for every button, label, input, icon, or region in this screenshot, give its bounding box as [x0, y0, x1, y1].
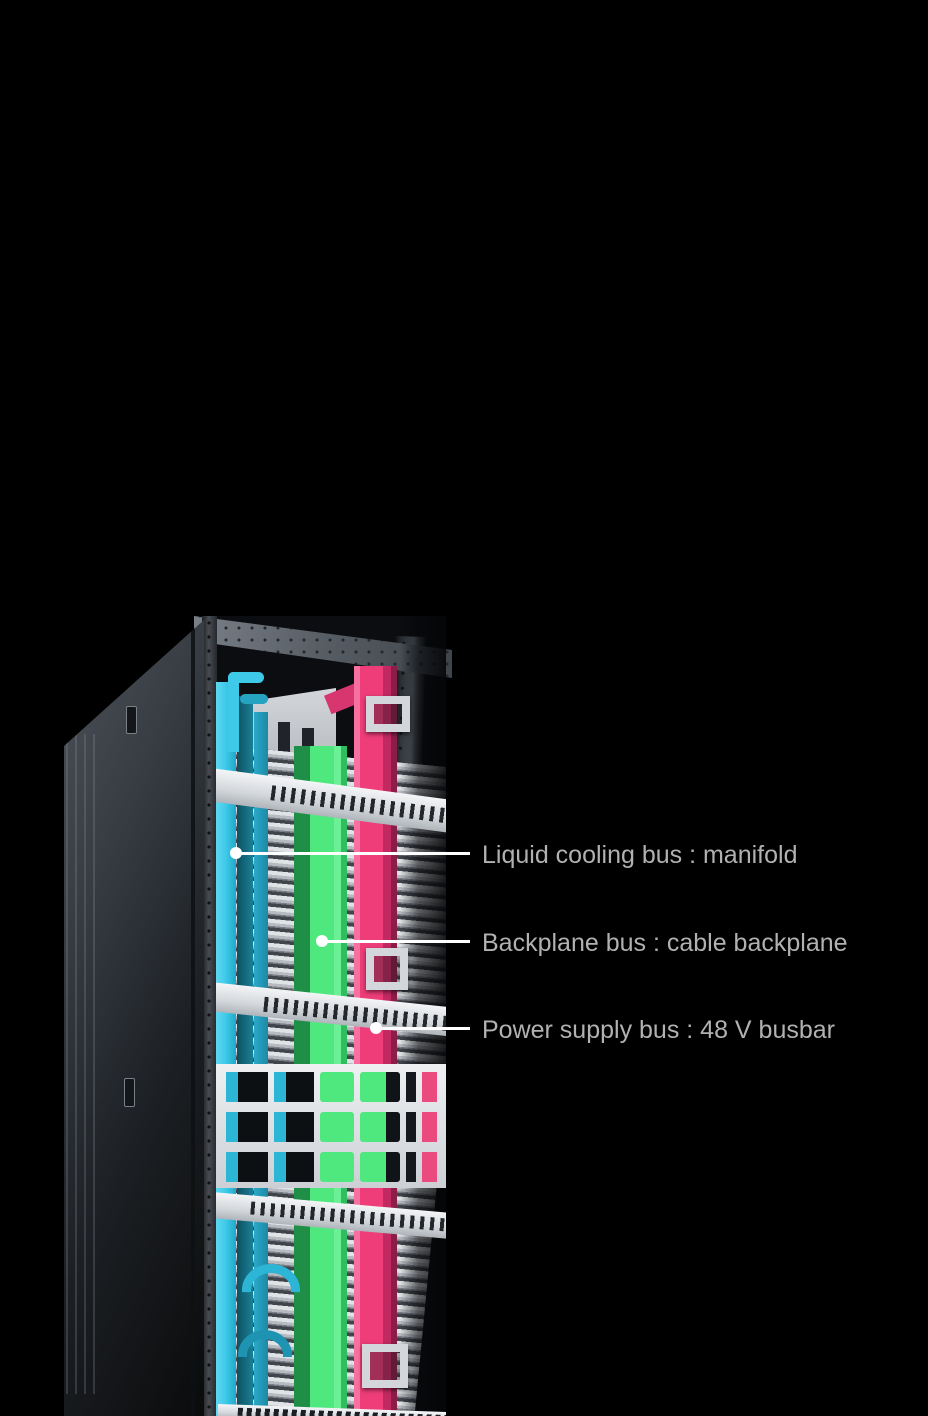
rack-side-panel	[64, 620, 204, 1416]
busbar-clamp	[362, 1344, 408, 1388]
liquid-cooling-bus-bar	[216, 682, 236, 1416]
cyan-cutout	[274, 1072, 314, 1102]
green-cutout	[320, 1112, 354, 1142]
coolant-pipe	[240, 694, 268, 704]
callout-line-backplane	[322, 940, 470, 943]
io-cutout-panel	[216, 1064, 446, 1188]
side-panel-latch	[126, 706, 137, 734]
pink-cutout	[422, 1112, 437, 1142]
cyan-cutout	[274, 1112, 314, 1142]
power-bus-bar	[354, 666, 397, 1416]
coolant-hose-loop	[242, 1264, 300, 1293]
callout-label-liquid-cooling: Liquid cooling bus : manifold	[482, 841, 798, 869]
green-cutout	[360, 1112, 400, 1142]
coolant-hose-loop	[238, 1330, 292, 1357]
dark-cutout	[406, 1072, 416, 1102]
side-panel-ridges	[66, 734, 96, 1394]
rack-photo	[64, 610, 468, 1416]
cutout-row	[226, 1072, 444, 1102]
pink-cutout	[422, 1152, 437, 1182]
busbar-clamp	[366, 948, 408, 990]
green-cutout	[320, 1072, 354, 1102]
dark-cutout	[406, 1112, 416, 1142]
callout-dot-backplane	[316, 935, 328, 947]
side-panel-groove	[191, 620, 195, 1416]
callout-label-backplane: Backplane bus : cable backplane	[482, 929, 848, 957]
cutout-row	[226, 1152, 444, 1182]
cyan-cutout	[226, 1072, 268, 1102]
green-cutout	[360, 1072, 400, 1102]
coolant-pipe	[228, 672, 264, 683]
callout-line-liquid-cooling	[236, 852, 470, 855]
callout-line-power-supply	[376, 1027, 470, 1030]
cyan-cutout	[226, 1152, 268, 1182]
green-cutout	[320, 1152, 354, 1182]
coolant-pipe	[228, 672, 239, 752]
pink-cutout	[422, 1072, 437, 1102]
callout-dot-liquid-cooling	[230, 847, 242, 859]
dark-cutout	[406, 1152, 416, 1182]
callout-dot-power-supply	[370, 1022, 382, 1034]
cyan-cutout	[274, 1152, 314, 1182]
side-panel-latch	[124, 1078, 135, 1107]
green-cutout	[360, 1152, 400, 1182]
cutout-row	[226, 1112, 444, 1142]
rack-interior	[216, 616, 446, 1416]
liquid-cooling-bus-bar	[237, 696, 253, 1416]
cyan-cutout	[226, 1112, 268, 1142]
rack-frame-left	[202, 616, 217, 1416]
busbar-clamp	[366, 696, 410, 732]
callout-label-power-supply: Power supply bus : 48 V busbar	[482, 1016, 835, 1044]
